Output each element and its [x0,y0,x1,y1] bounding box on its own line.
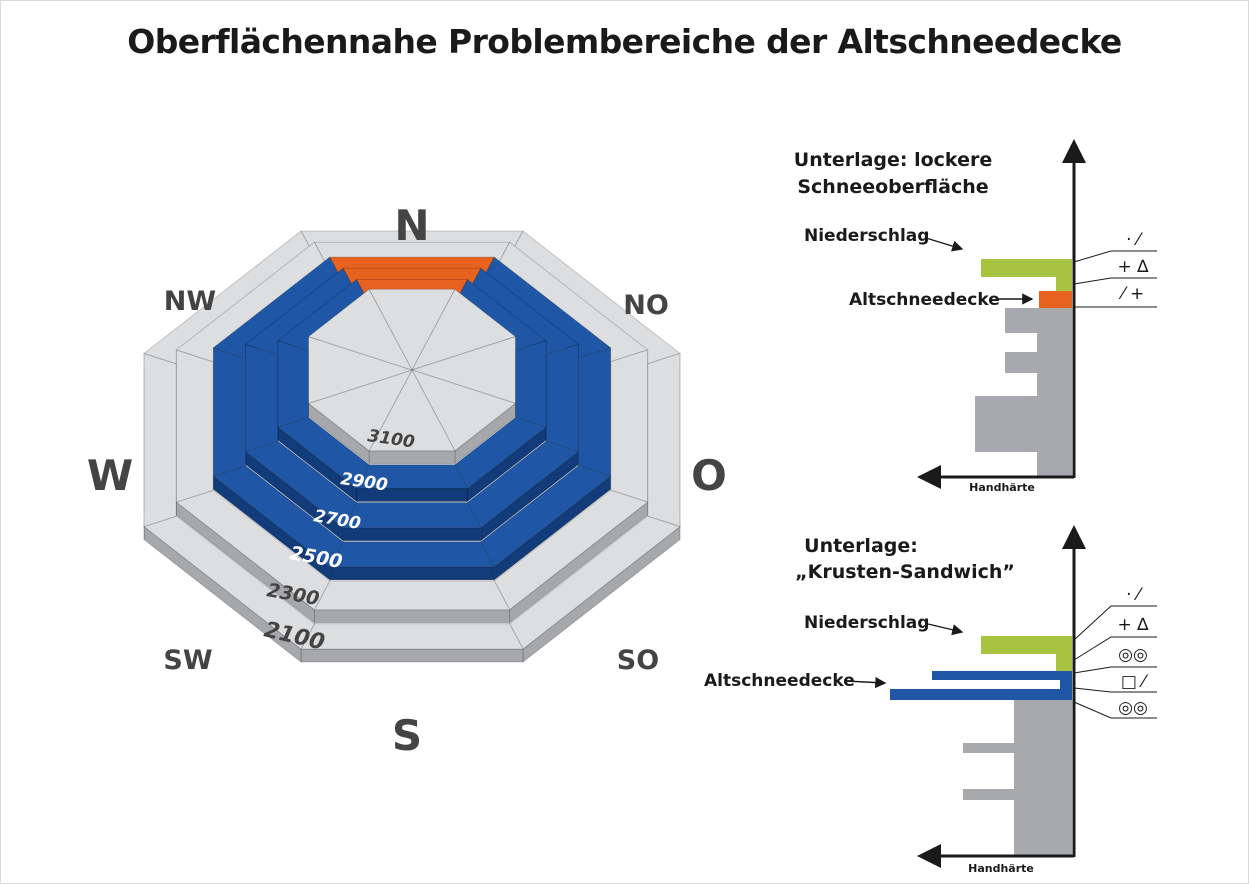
panel2-heading-line2: „Krusten-Sandwich” [795,561,1015,583]
tier-2300-segment [610,349,649,503]
panel1-grain-symbol-3: ⁄ + [1118,284,1145,304]
compass-label-s: S [392,711,422,760]
panel1-grain-symbol-2: + ∆ [1117,257,1149,277]
tier-2700-segment [342,502,482,529]
panel2-label-altschneedecke: Altschneedecke [704,671,855,691]
tier-2500-side [329,566,495,581]
tier-2900-segment [515,340,547,428]
panel1-old-snow-layer [1039,291,1072,308]
panel2-label-niederschlag: Niederschlag [804,613,929,633]
tier-2100-segment [647,352,681,528]
tier-2700-segment [245,343,279,453]
panel2-new-snow-layer [981,636,1072,671]
compass-label-n: N [394,201,429,250]
panel2-grain-symbol-4: □ ⁄ [1121,672,1148,692]
panel2-grain-symbol-3: ◎◎ [1118,645,1148,665]
tier-2300-segment [175,349,214,503]
compass-label-w: W [87,451,133,500]
page-title: Oberflächennahe Problembereiche der Alts… [127,22,1122,61]
panel2-axis-label: Handhärte [968,862,1034,875]
tier-3100-top [307,369,414,452]
panel1-snow-profile [975,308,1072,476]
panel2-grain-symbol-5: ◎◎ [1118,698,1148,718]
compass-label-sw: SW [163,645,212,676]
panel1-heading-line2: Schneeoberfläche [797,176,988,198]
tier-3100-top [410,369,517,452]
panel1-grain-symbol-1: · ⁄ [1126,230,1143,250]
compass-label-so: SO [617,645,659,676]
tier-2900-segment [277,340,309,428]
profile-panel-2: Unterlage: „Krusten-Sandwich” Handhärte … [704,525,1157,875]
panel1-label-niederschlag: Niederschlag [804,226,929,246]
tier-2100-segment [143,352,177,528]
tier-2500-segment [577,347,612,477]
tier-3100-top [307,288,414,371]
tier-2300-side [313,609,511,624]
profile-panel-1: Unterlage: lockere Schneeoberfläche Hand… [794,139,1157,494]
panel1-label-altschneedecke: Altschneedecke [849,290,1000,310]
compass-label-no: NO [623,290,669,321]
panel1-heading-line1: Unterlage: lockere [794,149,992,171]
tier-2500-segment [328,541,496,568]
tier-2500-segment [212,347,247,477]
compass-label-o: O [691,451,727,500]
panel2-crust-sandwich-layer [890,671,1072,700]
compass-label-nw: NW [164,286,216,317]
panel2-grain-symbol-1: · ⁄ [1126,585,1143,605]
panel1-new-snow-layer [981,259,1072,291]
tier-2300-segment [313,580,511,611]
panel2-snow-profile [963,700,1072,855]
tier-3100-side [368,450,456,465]
panel2-grain-symbol-2: + ∆ [1117,615,1149,635]
panel1-axis-label: Handhärte [969,481,1035,494]
elevation-rose [143,230,681,664]
tier-2700-segment [545,343,579,453]
tier-2100-side [300,648,524,663]
tier-3100-top [410,288,517,371]
tier-2700-side [245,450,344,542]
tier-2100-segment [300,623,524,650]
tier-2700-side [342,527,482,542]
panel2-heading-line1: Unterlage: [804,535,918,557]
